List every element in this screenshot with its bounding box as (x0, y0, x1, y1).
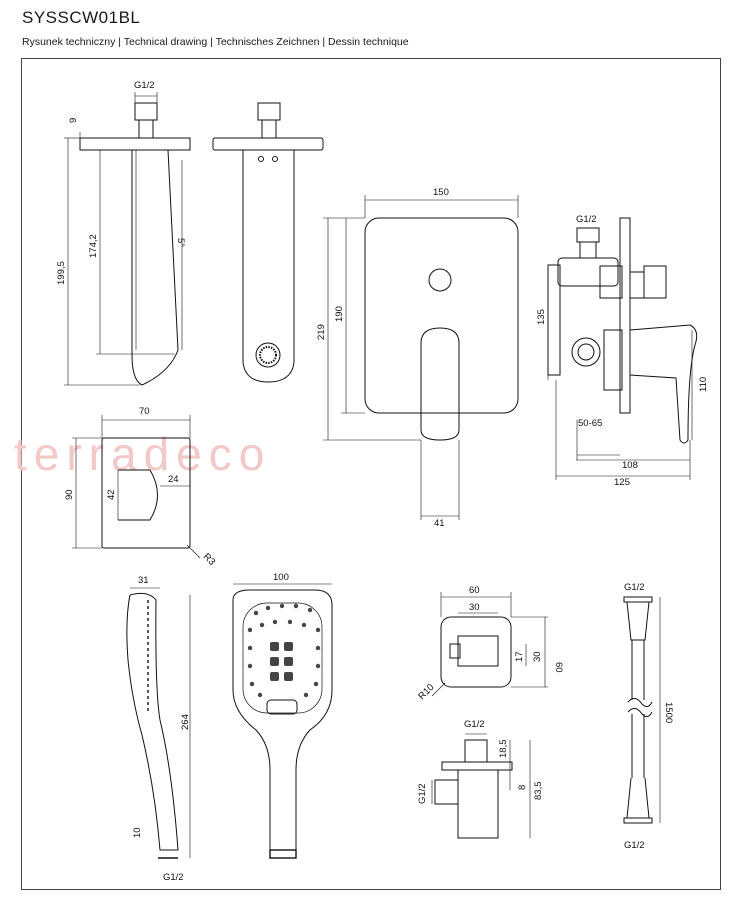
dim-spout-thread: G1/2 (134, 80, 155, 91)
dim-plate-219: 219 (316, 324, 327, 340)
product-code: SYSSCW01BL (22, 8, 141, 27)
dim-hose-bottom: G1/2 (624, 840, 645, 851)
dim-spout-174-2: 174,2 (88, 234, 99, 258)
dim-hose-1500: 1500 (663, 702, 674, 723)
dim-wc-60: 60 (469, 585, 480, 596)
wall-connector-side (431, 733, 531, 839)
dim-side-thread: G1/2 (576, 214, 597, 225)
spout-side-view (64, 92, 191, 386)
hand-shower-nozzles (247, 603, 321, 698)
spout-cover-plate (72, 415, 201, 559)
mixer-side-view (547, 217, 698, 480)
dim-sq-42: 42 (106, 489, 117, 500)
hand-shower-side (126, 587, 191, 859)
dim-side-135: 135 (536, 309, 547, 325)
dim-wc-8: 8 (517, 785, 528, 790)
dim-sq-90: 90 (64, 489, 75, 500)
dim-wc-30v: 30 (532, 651, 543, 662)
dim-hs-264: 264 (180, 714, 191, 730)
dim-hose-top: G1/2 (624, 582, 645, 593)
dim-side-125: 125 (614, 477, 630, 488)
dim-plate-41: 41 (434, 518, 445, 529)
drawing-frame (21, 58, 721, 890)
dim-side-50-65: 50-65 (578, 418, 602, 429)
dim-wc-thread: G1/2 (464, 719, 485, 730)
dim-spout-199-5: 199,5 (56, 261, 67, 285)
dim-wc-30: 30 (469, 602, 480, 613)
dim-hs-thread: G1/2 (163, 872, 184, 883)
dim-wc-17: 17 (514, 651, 525, 662)
dim-side-110: 110 (698, 377, 709, 392)
dim-sq-24: 24 (168, 474, 179, 485)
drawing-subtitle: Rysunek techniczny | Technical drawing |… (22, 36, 409, 48)
dim-spout-5deg: 5° (175, 238, 186, 247)
dim-plate-150: 150 (433, 187, 449, 198)
hand-shower-front (232, 583, 333, 859)
mixer-plate-front (323, 195, 519, 520)
dim-hs-31: 31 (138, 575, 149, 586)
dim-sq-r3: R3 (201, 551, 217, 567)
shower-hose (623, 596, 661, 824)
dim-sq-70: 70 (139, 406, 150, 417)
dim-plate-190: 190 (334, 306, 345, 322)
dim-hs-10: 10 (132, 827, 143, 838)
dim-wc-60v: 60 (553, 662, 564, 673)
dim-side-108: 108 (622, 460, 638, 471)
dim-hf-100: 100 (273, 572, 289, 583)
watermark: terradeco (14, 428, 271, 480)
dim-wc-83-5: 83,5 (533, 782, 544, 801)
wall-connector-front (431, 592, 548, 697)
dim-spout-9: 9 (68, 118, 79, 123)
dim-wc-r10: R10 (416, 682, 436, 702)
dim-wc-thread-side: G1/2 (417, 783, 428, 804)
spout-front-view (212, 102, 324, 383)
dim-wc-18-5: 18,5 (498, 740, 509, 759)
